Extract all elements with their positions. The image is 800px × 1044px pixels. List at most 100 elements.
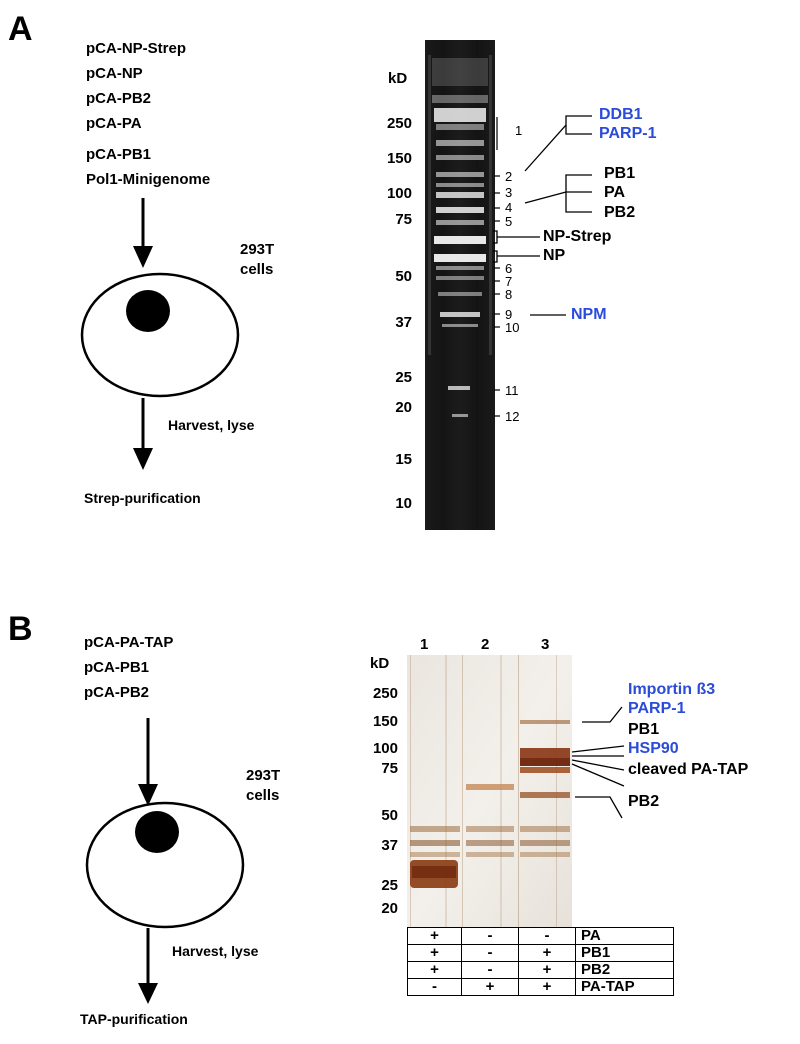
- protein-label-npm: NPM: [571, 306, 607, 323]
- matrix-cell: +: [518, 961, 576, 979]
- matrix-label: PA-TAP: [575, 978, 674, 996]
- cell-outline: [80, 272, 240, 398]
- plasmid-label: pCA-PB1: [86, 146, 152, 163]
- mw-marker: 50: [381, 807, 398, 824]
- matrix-cell: +: [461, 978, 519, 996]
- protein-label-pa: PA: [604, 184, 626, 201]
- mw-marker: 25: [395, 369, 412, 386]
- purification-label: Strep-purification: [84, 490, 201, 506]
- arrow-icon: [133, 398, 153, 470]
- cell-nucleus: [135, 811, 179, 853]
- mw-marker: 100: [372, 740, 398, 757]
- mw-marker: 15: [395, 451, 412, 468]
- band-number: 12: [505, 409, 520, 424]
- lane-number: 3: [541, 636, 550, 653]
- purification-label: TAP-purification: [80, 1011, 188, 1027]
- matrix-row: - + + PA-TAP: [407, 978, 674, 996]
- band-number: 10: [505, 320, 520, 335]
- plasmid-label: pCA-NP: [86, 65, 143, 82]
- protein-label-pb2: PB2: [604, 204, 636, 221]
- protein-label-np-strep: NP-Strep: [543, 228, 612, 245]
- band-number: 9: [505, 307, 513, 322]
- protein-label-cleaved-pa-tap: cleaved PA-TAP: [628, 761, 749, 778]
- mw-marker: 100: [386, 185, 412, 202]
- protein-label-pb1: PB1: [628, 721, 660, 738]
- mw-marker: 250: [386, 115, 412, 132]
- cells-label: cells: [246, 787, 280, 804]
- leader-lines: [493, 115, 592, 316]
- lane-number: 1: [420, 636, 429, 653]
- protein-label-hsp90: HSP90: [628, 740, 679, 757]
- cells-label: 293T: [240, 241, 275, 258]
- arrow-icon: [138, 718, 158, 806]
- plasmid-label: pCA-PA: [86, 115, 142, 132]
- mw-marker: 150: [386, 150, 412, 167]
- matrix-label: PB2: [575, 961, 674, 979]
- protein-label-importin: Importin ß3: [628, 681, 716, 698]
- kd-label: kD: [370, 655, 390, 672]
- matrix-cell: +: [407, 944, 462, 962]
- matrix-cell: -: [461, 944, 519, 962]
- matrix-cell: +: [407, 927, 462, 945]
- protein-label-pb2: PB2: [628, 793, 660, 810]
- band-number: 3: [505, 185, 513, 200]
- band-number: 4: [505, 200, 513, 215]
- arrow-icon: [133, 198, 153, 268]
- protein-label-parp1: PARP-1: [628, 700, 686, 717]
- arrow-icon: [138, 928, 158, 1004]
- matrix-cell: -: [407, 978, 462, 996]
- band-number: 7: [505, 274, 513, 289]
- protein-label-parp1: PARP-1: [599, 125, 657, 142]
- plasmid-label: pCA-PB2: [84, 684, 150, 701]
- matrix-label: PA: [575, 927, 674, 945]
- plasmid-label: pCA-PB1: [84, 659, 150, 676]
- condition-matrix: + - - PA + - + PB1 + - + PB2 - + + PA-TA…: [407, 927, 674, 996]
- mw-marker: 250: [372, 685, 398, 702]
- blot-image: [407, 655, 572, 927]
- matrix-row: + - + PB1: [407, 944, 674, 962]
- cell-outline: [85, 801, 245, 929]
- protein-label-np: NP: [543, 247, 566, 264]
- plasmid-label: pCA-NP-Strep: [86, 40, 186, 57]
- mw-marker: 37: [381, 837, 398, 854]
- matrix-cell: -: [518, 927, 576, 945]
- protein-label-pb1: PB1: [604, 165, 636, 182]
- mw-marker: 150: [372, 713, 398, 730]
- band-ticks: [494, 117, 500, 417]
- mw-marker: 20: [395, 399, 412, 416]
- leader-lines: [571, 706, 625, 819]
- band-number: 5: [505, 214, 513, 229]
- cell-nucleus: [126, 290, 170, 332]
- harvest-label: Harvest, lyse: [172, 943, 259, 959]
- matrix-label: PB1: [575, 944, 674, 962]
- band-number: 6: [505, 261, 513, 276]
- panel-b-letter: B: [8, 610, 33, 648]
- band-number: 2: [505, 169, 513, 184]
- cells-label: 293T: [246, 767, 281, 784]
- mw-marker: 10: [395, 495, 412, 512]
- plasmid-label: Pol1-Minigenome: [86, 171, 211, 188]
- mw-marker: 20: [381, 900, 398, 917]
- plasmid-label: pCA-PA-TAP: [84, 634, 174, 651]
- panel-a-letter: A: [8, 10, 33, 48]
- matrix-cell: -: [461, 961, 519, 979]
- matrix-cell: -: [461, 927, 519, 945]
- mw-marker: 50: [395, 268, 412, 285]
- mw-marker: 25: [381, 877, 398, 894]
- matrix-row: + - + PB2: [407, 961, 674, 979]
- band-number: 1: [515, 123, 523, 138]
- band-number: 11: [505, 383, 519, 398]
- mw-marker: 75: [395, 211, 412, 228]
- lane-number: 2: [481, 636, 490, 653]
- cells-label: cells: [240, 261, 274, 278]
- band-number: 8: [505, 287, 513, 302]
- mw-marker: 75: [381, 760, 398, 777]
- protein-label-ddb1: DDB1: [599, 106, 643, 123]
- kd-label: kD: [388, 70, 408, 87]
- matrix-row: + - - PA: [407, 927, 674, 945]
- matrix-cell: +: [518, 944, 576, 962]
- matrix-cell: +: [518, 978, 576, 996]
- gel-image: [425, 40, 495, 530]
- matrix-cell: +: [407, 961, 462, 979]
